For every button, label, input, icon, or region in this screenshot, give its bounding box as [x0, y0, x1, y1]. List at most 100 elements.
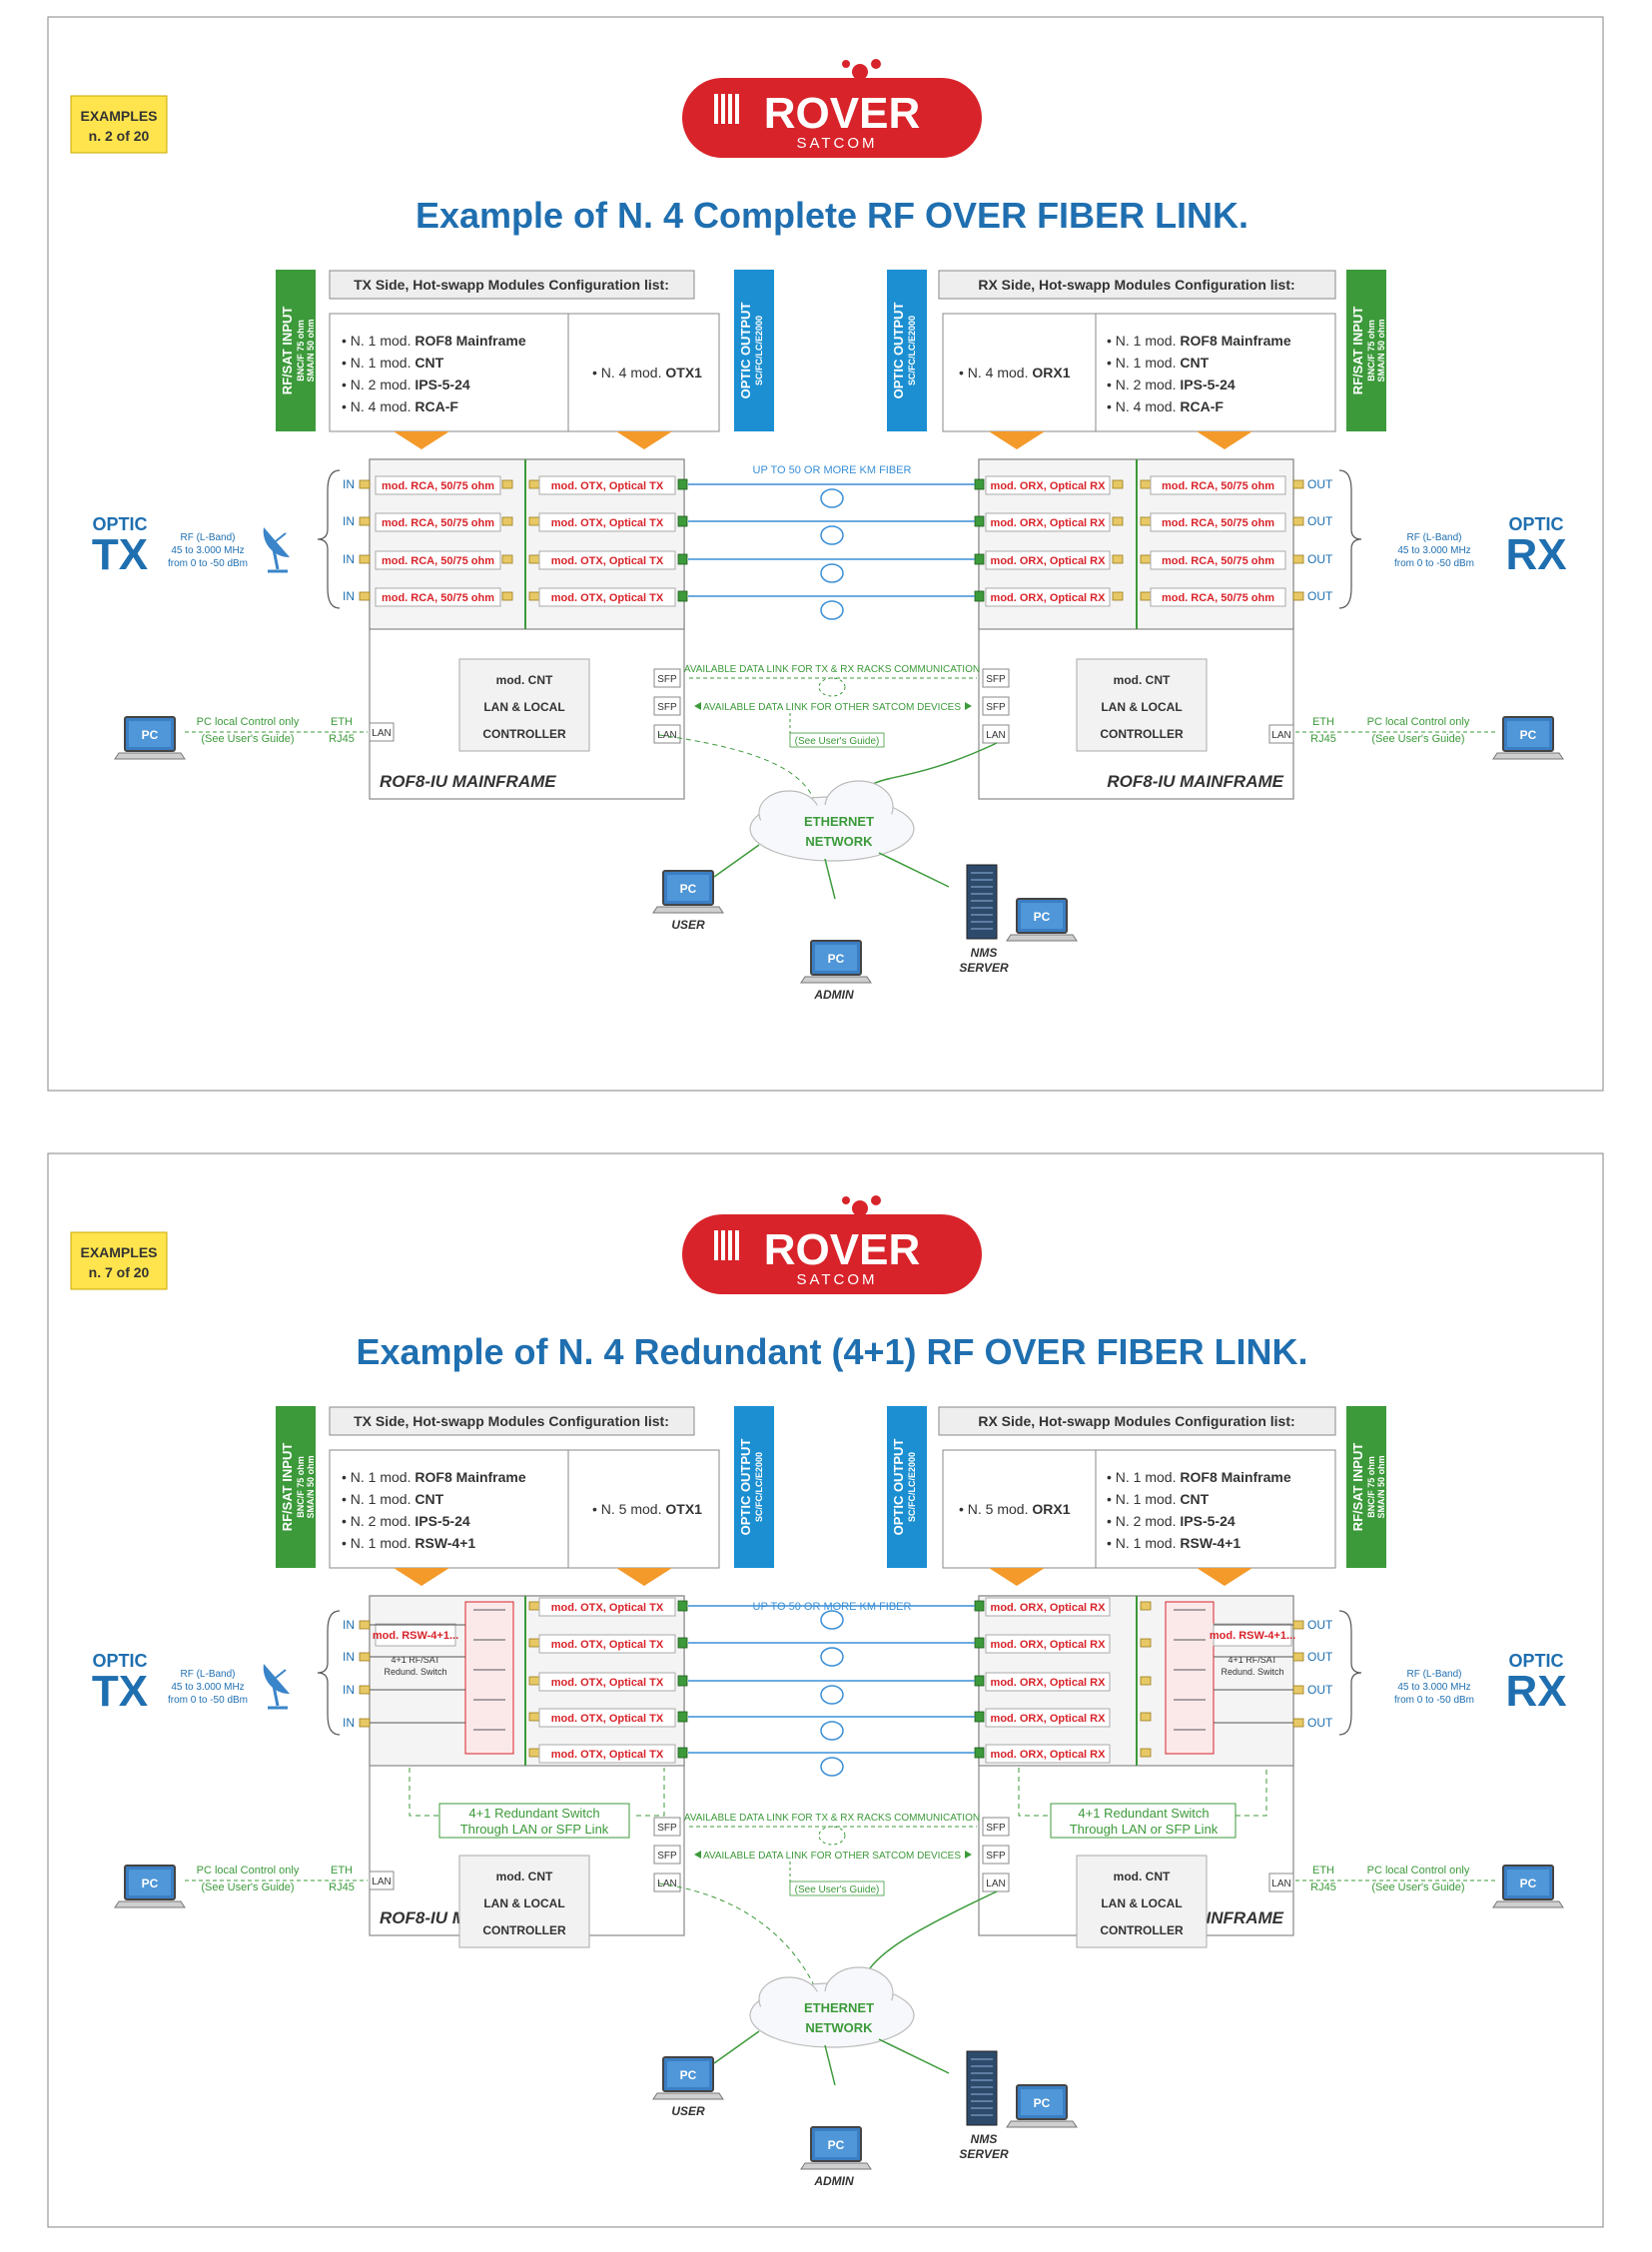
optic-connector-icon — [677, 1600, 688, 1612]
rf-connector-icon — [528, 1638, 540, 1648]
pc-label: PC — [680, 882, 697, 896]
arrow-icon — [965, 702, 972, 710]
orx-module-label: mod. ORX, Optical RX — [991, 1713, 1107, 1725]
fiber-coil-icon — [820, 1721, 844, 1741]
label: Redund. Switch — [384, 1667, 446, 1677]
label: (See User's Guide) — [795, 736, 880, 747]
label: ETH — [1312, 1865, 1334, 1877]
label: CONTROLLER — [1100, 727, 1184, 741]
rf-connector-icon — [359, 516, 371, 526]
label: LAN & LOCAL — [1101, 1896, 1182, 1910]
arrow-icon — [1197, 431, 1252, 449]
satellite-dish-icon — [263, 527, 290, 573]
otx-module-label: mod. OTX, Optical TX — [551, 592, 664, 604]
label: LAN — [372, 1877, 391, 1887]
sfp-port — [653, 668, 681, 688]
rf-connector-icon — [1140, 554, 1152, 564]
tx-config-header — [329, 1406, 695, 1436]
arrow-icon — [616, 431, 672, 449]
label: SFP — [657, 674, 677, 685]
config-list-item: • N. 5 mod. ORX1 — [959, 1501, 1071, 1517]
in-label: IN — [343, 1683, 355, 1697]
brace — [317, 1610, 341, 1736]
optic-connector-icon — [974, 553, 985, 565]
label: 45 to 3.000 MHz — [1397, 1682, 1470, 1693]
orx-module-label: mod. ORX, Optical RX — [991, 555, 1107, 567]
otx-module-label: mod. OTX, Optical TX — [551, 480, 664, 492]
config-list-item: • N. 1 mod. ROF8 Mainframe — [1107, 333, 1291, 349]
otx-module-label: mod. OTX, Optical TX — [551, 1639, 664, 1651]
satellite-logo-icon — [842, 1195, 881, 1218]
label: (See User's Guide) — [201, 733, 294, 745]
label: mod. CNT — [496, 1870, 553, 1883]
rf-connector-icon — [359, 1685, 371, 1695]
fiber-coil-icon — [820, 600, 844, 620]
orx-module — [985, 512, 1111, 532]
cnt-module-rx — [1076, 658, 1208, 752]
label: Through LAN or SFP Link — [1070, 1822, 1219, 1837]
label: ETH — [331, 1865, 353, 1877]
rf-connector-icon — [1112, 516, 1124, 526]
config-list-item: • N. 2 mod. IPS-5-24 — [1107, 376, 1236, 392]
rx-config-header — [938, 1406, 1336, 1436]
label: 4+1 RF/SAT — [1228, 1655, 1277, 1665]
optic-connector-icon — [677, 1711, 688, 1723]
user-label: USER — [671, 918, 705, 932]
label: LAN — [1271, 730, 1290, 741]
otx-module — [538, 512, 676, 532]
rf-connector-icon — [1140, 1748, 1152, 1758]
rf-connector-icon — [359, 1652, 371, 1662]
badge-title: EXAMPLES — [80, 1244, 157, 1260]
mainframe-label-rx: ROF8-IU MAINFRAME — [1107, 772, 1283, 791]
optic-label-rx: OPTIC — [1508, 514, 1563, 534]
fiber-label: UP TO 50 OR MORE KM FIBER — [753, 1601, 912, 1613]
arrow-icon — [394, 1568, 449, 1586]
pc-local-label: PC local Control only — [1367, 1865, 1470, 1877]
tx-config-header — [329, 270, 695, 300]
optic-connector-icon — [677, 478, 688, 490]
lan-port — [1268, 1873, 1294, 1892]
otx-module — [538, 550, 676, 570]
in-label: IN — [343, 1650, 355, 1664]
network-link — [658, 1882, 815, 1986]
logo-text: ROVER — [764, 89, 920, 138]
orx-module — [985, 587, 1111, 607]
badge-title: EXAMPLES — [80, 108, 157, 124]
label: SFP — [657, 1851, 677, 1862]
cnt-module-rx — [1076, 1855, 1208, 1948]
label: RX Side, Hot-swapp Modules Configuration… — [978, 1413, 1294, 1429]
brace — [317, 469, 341, 609]
rf-connector-icon — [1112, 479, 1124, 489]
rf-band-label: RF (L-Band) — [180, 1669, 235, 1680]
optic-connector-icon — [974, 1711, 985, 1723]
nms-label: NMS — [971, 2132, 998, 2146]
orx-module — [985, 1708, 1111, 1728]
label: mod. RSW-4+1... — [373, 1630, 458, 1642]
rsw-module-rx — [1213, 1623, 1292, 1647]
fiber-coil-icon — [820, 1647, 844, 1667]
label: LAN & LOCAL — [1101, 700, 1182, 714]
in-label: IN — [343, 589, 355, 603]
rf-connector-icon — [1292, 554, 1304, 564]
orx-module-label: mod. ORX, Optical RX — [991, 1749, 1107, 1761]
label: OPTIC OUTPUT — [738, 303, 753, 399]
lan-port — [1268, 724, 1294, 744]
rf-connector-icon — [1112, 554, 1124, 564]
pc-label: PC — [680, 2068, 697, 2082]
data-link-racks-label: AVAILABLE DATA LINK FOR TX & RX RACKS CO… — [684, 1813, 980, 1824]
data-link-other-label: AVAILABLE DATA LINK FOR OTHER SATCOM DEV… — [703, 702, 961, 713]
rsw-switch-matrix — [1165, 1601, 1215, 1755]
label: ETHERNET — [804, 814, 874, 829]
optic-connector-icon — [974, 515, 985, 527]
config-list-item: • N. 1 mod. CNT — [342, 1491, 444, 1507]
label: RJ45 — [329, 733, 355, 745]
cnt-module-tx — [458, 658, 590, 752]
rf-connector-icon — [1140, 1676, 1152, 1686]
optic-connector-icon — [677, 553, 688, 565]
label: 4+1 Redundant Switch — [468, 1806, 599, 1821]
tx-config-list — [329, 313, 720, 432]
label: mod. CNT — [496, 673, 553, 687]
